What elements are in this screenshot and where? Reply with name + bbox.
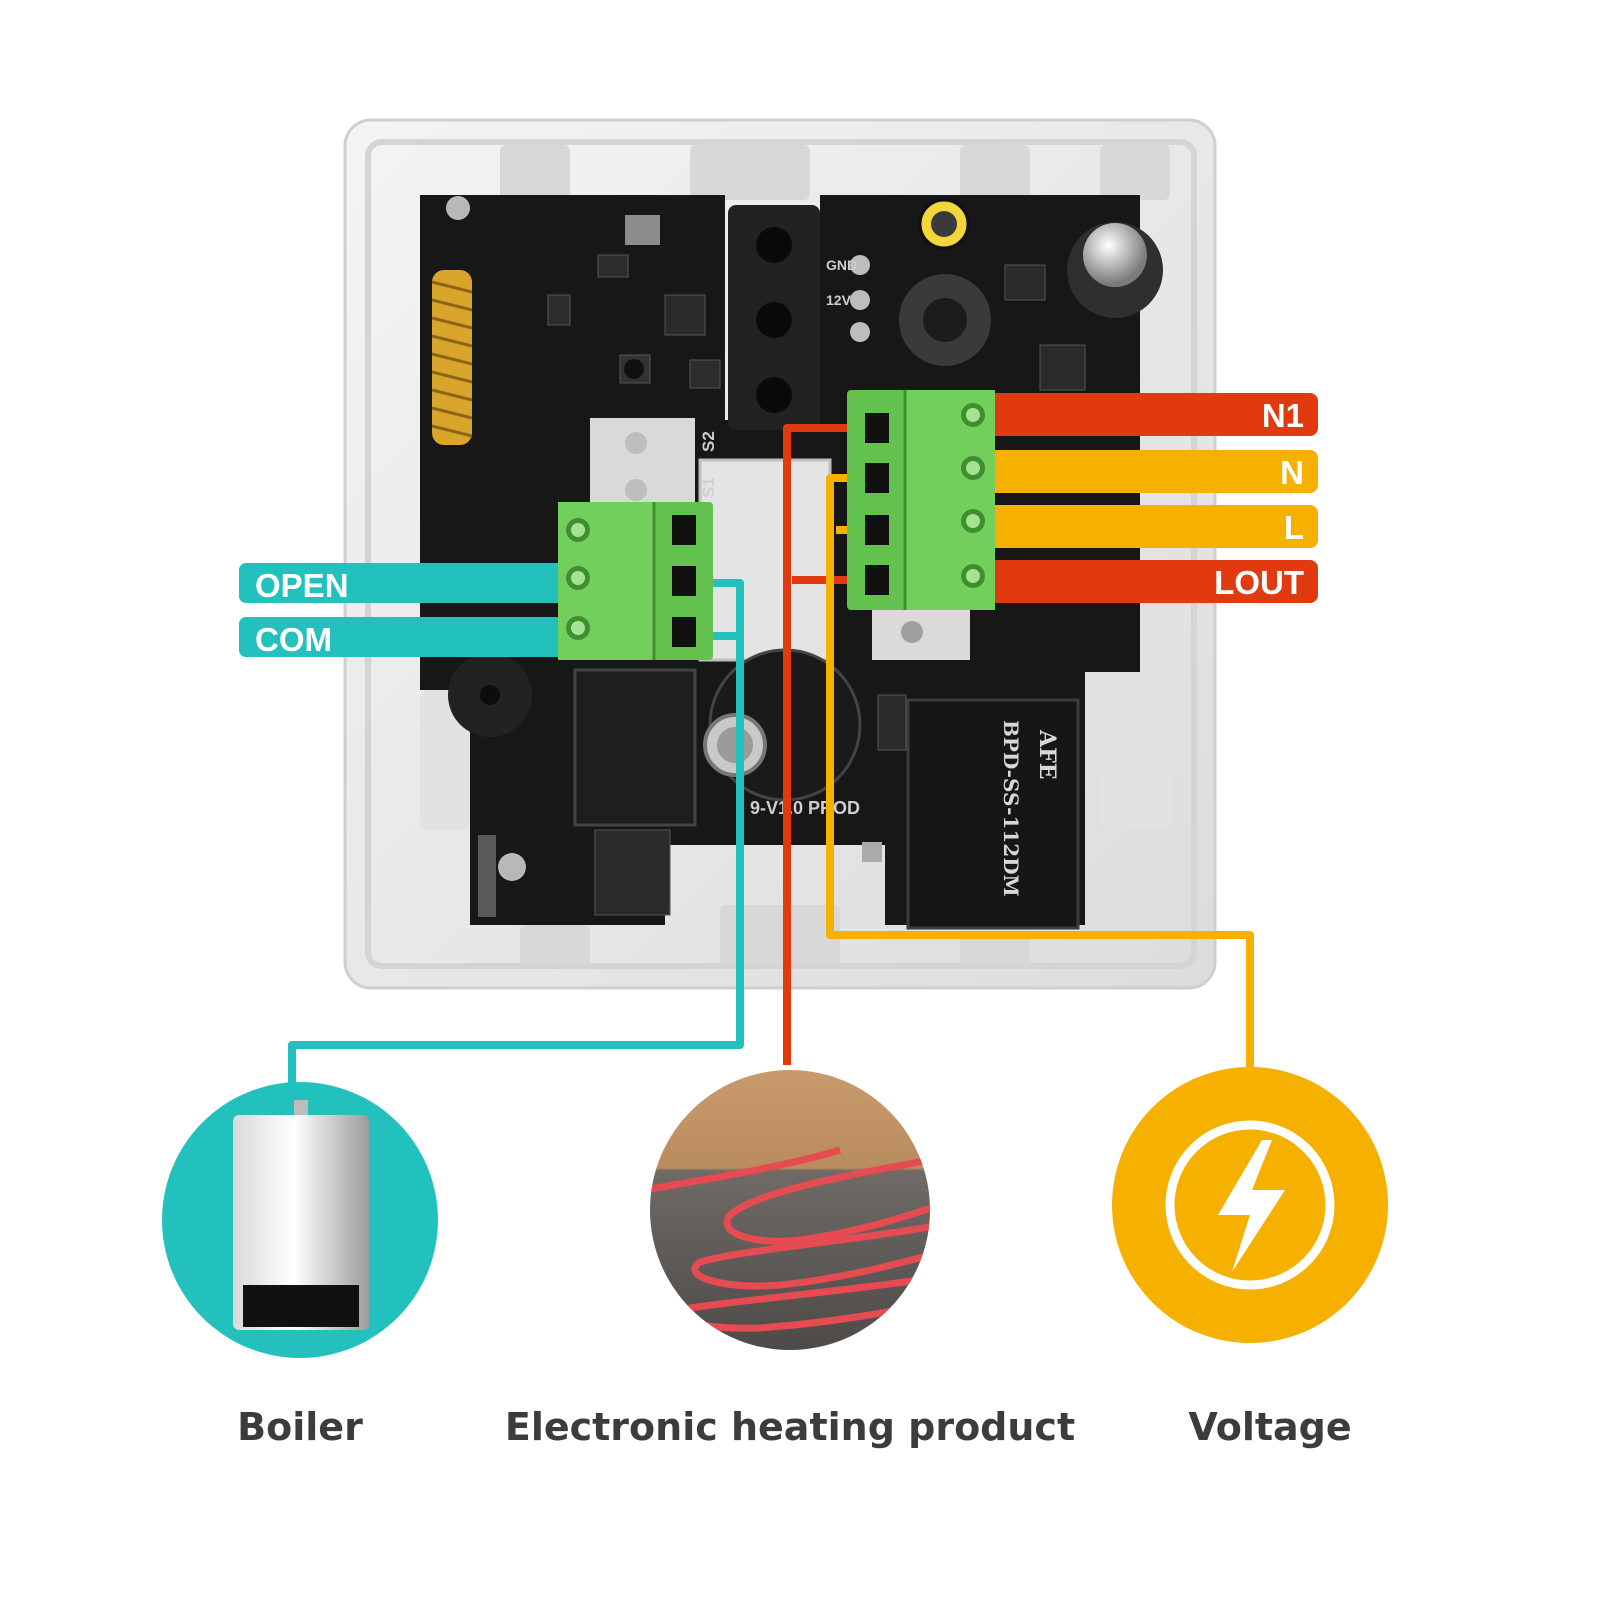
label-n-text: N xyxy=(1280,454,1304,491)
label-lout: LOUT xyxy=(995,560,1318,603)
label-l: L xyxy=(995,505,1318,548)
lightning-bolt-icon xyxy=(1112,1067,1388,1343)
housing-inner-wall xyxy=(365,139,1197,969)
prod-mark: 9-V1.0 PROD xyxy=(750,798,860,818)
caption-boiler: Boiler xyxy=(237,1405,363,1449)
s2-mark: S2 xyxy=(699,431,718,452)
v12-mark: 12V xyxy=(826,292,852,308)
right-terminal-block xyxy=(847,390,995,610)
label-l-text: L xyxy=(1284,509,1304,546)
amber-wire xyxy=(826,474,1254,1068)
antenna-spring xyxy=(431,270,473,445)
relay-markings: AFE BPD-SS-112DM xyxy=(999,720,1060,897)
label-n: N xyxy=(995,450,1318,493)
label-lout-text: LOUT xyxy=(1214,564,1304,601)
caption-heating: Electronic heating product xyxy=(504,1405,1076,1449)
caption-voltage: Voltage xyxy=(1188,1405,1352,1449)
relay-model: BPD-SS-112DM xyxy=(999,720,1023,897)
boiler-icon xyxy=(162,1082,438,1358)
teal-wire xyxy=(288,579,744,1085)
label-n1-text: N1 xyxy=(1262,397,1304,434)
s1-mark: S1 xyxy=(699,477,718,498)
housing-ribs xyxy=(420,145,1170,965)
heating-cable-icon xyxy=(650,1070,930,1350)
gnd-mark: GND xyxy=(826,257,857,273)
label-com-text: COM xyxy=(255,621,332,658)
foam-block xyxy=(728,205,820,430)
label-com: COM xyxy=(239,617,558,658)
left-terminal-block xyxy=(558,502,713,660)
label-n1: N1 xyxy=(995,393,1318,436)
label-open-text: OPEN xyxy=(255,567,349,604)
label-open: OPEN xyxy=(239,563,558,604)
relay-brand: AFE xyxy=(1034,729,1060,779)
